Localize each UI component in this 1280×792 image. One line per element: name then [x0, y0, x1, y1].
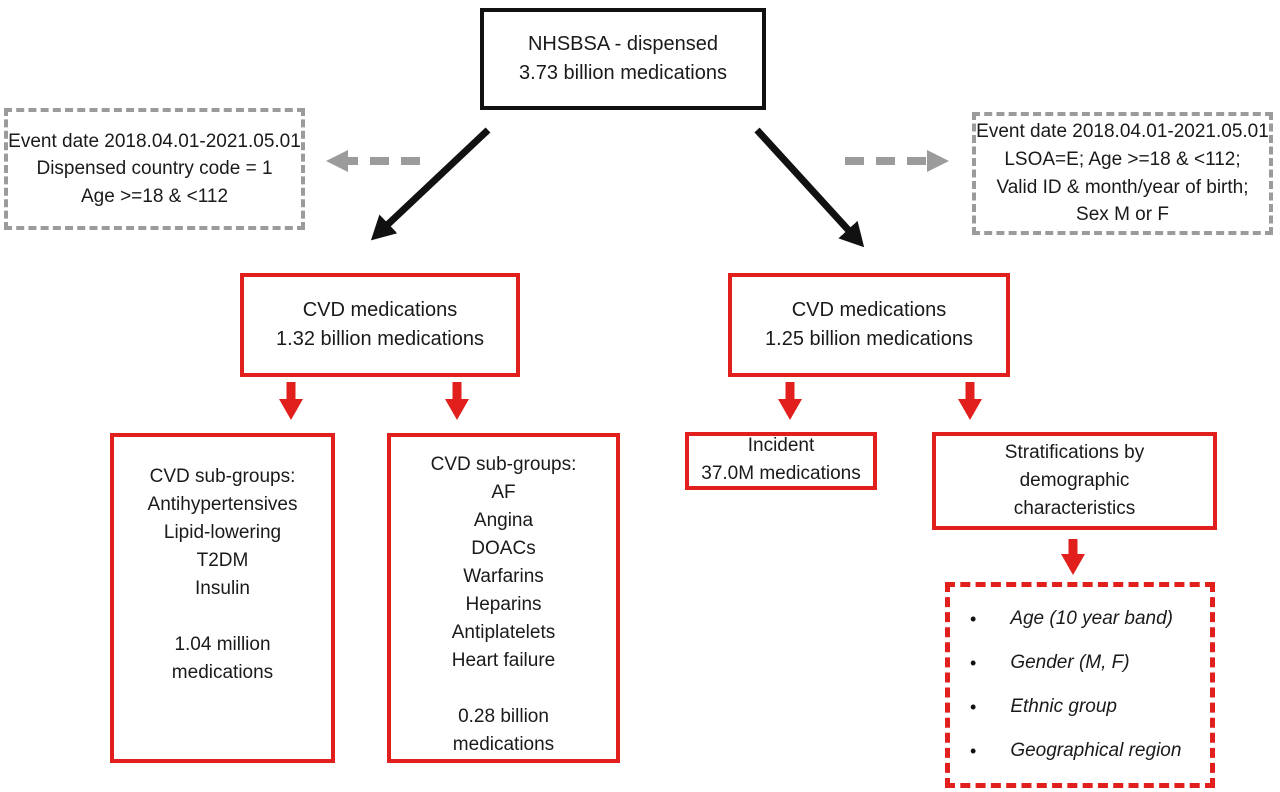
box-text-line: T2DM — [196, 550, 249, 571]
demographic-item: • Age (10 year band) — [958, 608, 1202, 630]
incident-box: Incident 37.0M medications — [685, 432, 877, 490]
box-text-line: LSOA=E; Age >=18 & <112; — [1004, 148, 1241, 170]
box-text-line: DOACs — [471, 538, 536, 559]
demographics-list-box: • Age (10 year band) • Gender (M, F) • E… — [945, 582, 1215, 788]
box-text-line: Warfarins — [463, 566, 544, 587]
cvd-subgroups-therapy-box: CVD sub-groups: Antihypertensives Lipid-… — [110, 433, 335, 763]
demographic-item-label: Geographical region — [1010, 740, 1182, 761]
box-text-line: 37.0M medications — [701, 463, 861, 484]
demographic-item-label: Ethnic group — [1010, 696, 1117, 717]
cvd-medications-right-box: CVD medications 1.25 billion medications — [728, 273, 1010, 377]
box-text-line: Insulin — [195, 578, 250, 599]
bullet-dot-icon: • — [970, 652, 977, 673]
demographic-item: • Geographical region — [958, 740, 1202, 762]
black-arrow-right — [754, 127, 865, 248]
box-text-line: NHSBSA - dispensed — [527, 33, 719, 55]
box-text-line: CVD medications — [302, 299, 458, 321]
box-text-line: Lipid-lowering — [163, 522, 282, 543]
box-text-line: 1.25 billion medications — [765, 328, 973, 350]
box-text-line: Event date 2018.04.01-2021.05.01 — [976, 121, 1269, 143]
box-text-line: 0.28 billion — [458, 705, 549, 727]
box-text-line: Heart failure — [451, 650, 556, 671]
box-text-line: 3.73 billion medications — [519, 62, 727, 84]
box-text-line: Angina — [473, 510, 534, 531]
box-text-line: medications — [171, 661, 274, 683]
box-text-line: Age >=18 & <112 — [80, 185, 229, 207]
box-text-line — [114, 603, 331, 631]
demographic-item: • Ethnic group — [958, 696, 1202, 718]
stratifications-box: Stratifications by demographic character… — [932, 432, 1217, 530]
box-text-line: Valid ID & month/year of birth; — [996, 176, 1249, 198]
demographic-item-label: Age (10 year band) — [1010, 608, 1173, 629]
box-text-line: CVD medications — [791, 299, 947, 321]
right-filter-criteria-box: Event date 2018.04.01-2021.05.01 LSOA=E;… — [972, 112, 1273, 235]
bullet-dot-icon: • — [970, 608, 977, 629]
box-text-line: Stratifications by — [1004, 442, 1145, 463]
box-text-line: 1.32 billion medications — [276, 328, 484, 350]
demographic-item: • Gender (M, F) — [958, 652, 1202, 674]
cvd-subgroups-condition-box: CVD sub-groups: AF Angina DOACs Warfarin… — [387, 433, 620, 763]
box-text-line: characteristics — [1013, 498, 1136, 519]
black-arrow-left — [370, 127, 491, 241]
cvd-medications-left-box: CVD medications 1.32 billion medications — [240, 273, 520, 377]
box-text-line: Incident — [747, 435, 815, 457]
bullet-dot-icon: • — [970, 696, 977, 717]
left-filter-criteria-box: Event date 2018.04.01-2021.05.01 Dispens… — [4, 108, 305, 230]
box-text-line: Dispensed country code = 1 — [36, 158, 273, 180]
box-text-line: Heparins — [465, 594, 542, 615]
box-text-line: 1.04 million — [174, 633, 271, 655]
box-text-line: Antiplatelets — [451, 622, 556, 643]
box-text-line: CVD sub-groups: — [149, 466, 296, 487]
box-text-line: medications — [452, 733, 555, 755]
box-text-line: CVD sub-groups: — [430, 454, 577, 475]
box-text-line: Sex M or F — [1076, 204, 1169, 226]
box-text-line: Antihypertensives — [147, 494, 298, 515]
nhsbsa-dispensed-box: NHSBSA - dispensed 3.73 billion medicati… — [480, 8, 766, 110]
box-text-line: Event date 2018.04.01-2021.05.01 — [8, 130, 301, 152]
box-text-line: AF — [491, 482, 516, 503]
box-text-line: demographic — [1019, 470, 1130, 491]
bullet-dot-icon: • — [970, 740, 977, 761]
box-text-line — [391, 675, 616, 703]
demographic-item-label: Gender (M, F) — [1010, 652, 1130, 673]
